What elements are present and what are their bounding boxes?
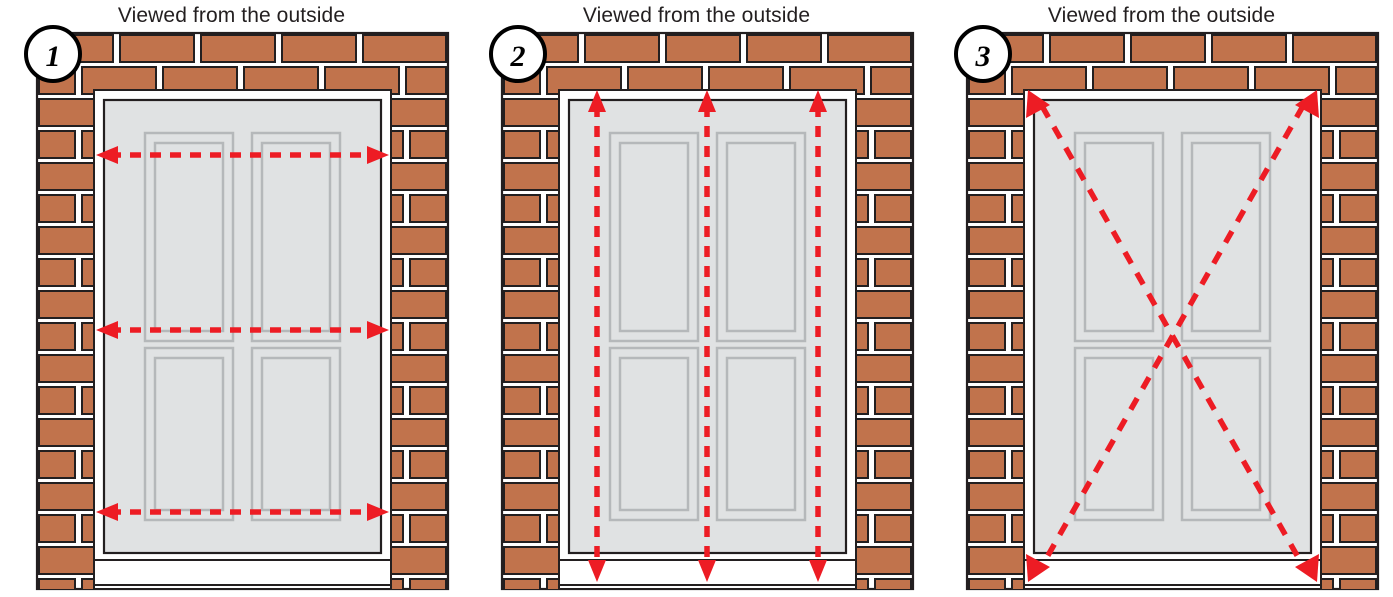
brick-courses — [968, 34, 1377, 589]
door-threshold — [1023, 559, 1322, 586]
panel-1-badge-number: 1 — [46, 40, 61, 73]
width-arrow-top — [96, 146, 389, 164]
panel-2-badge-number: 2 — [510, 40, 526, 73]
brick-courses — [38, 34, 447, 589]
diagonal-arrow-tr-bl — [1026, 90, 1319, 582]
door-threshold — [93, 559, 392, 586]
panel-3-badge-number: 3 — [975, 40, 991, 73]
door-panel-mouldings — [143, 131, 342, 522]
panel-2: Viewed from the outside — [465, 0, 928, 597]
panel-1-graphic: 1 — [24, 25, 450, 591]
door-slab — [102, 98, 383, 555]
panel-3: Viewed from the outside — [930, 0, 1393, 597]
height-arrow-center — [698, 90, 716, 582]
door-panel-mouldings — [1073, 131, 1272, 522]
panel-1: Viewed from the outside — [0, 0, 463, 597]
panel-3-title: Viewed from the outside — [1047, 4, 1276, 27]
height-arrow-left — [588, 90, 606, 582]
width-arrow-bottom — [96, 503, 389, 521]
panel-2-badge: 2 — [489, 25, 547, 83]
panel-3-graphic: 3 — [954, 25, 1380, 591]
panel-1-badge: 1 — [24, 25, 82, 83]
height-arrow-right — [809, 90, 827, 582]
width-arrow-middle — [96, 321, 389, 339]
measurement-arrows-height — [588, 90, 827, 582]
panel-2-title: Viewed from the outside — [582, 4, 811, 27]
door-panel-mouldings — [608, 131, 807, 522]
panel-3-badge: 3 — [954, 25, 1012, 83]
panel-1-title: Viewed from the outside — [117, 4, 346, 27]
panel-2-graphic: 2 — [489, 25, 915, 591]
measurement-arrows-width — [96, 146, 389, 521]
measurement-arrows-diagonal — [1026, 90, 1319, 582]
